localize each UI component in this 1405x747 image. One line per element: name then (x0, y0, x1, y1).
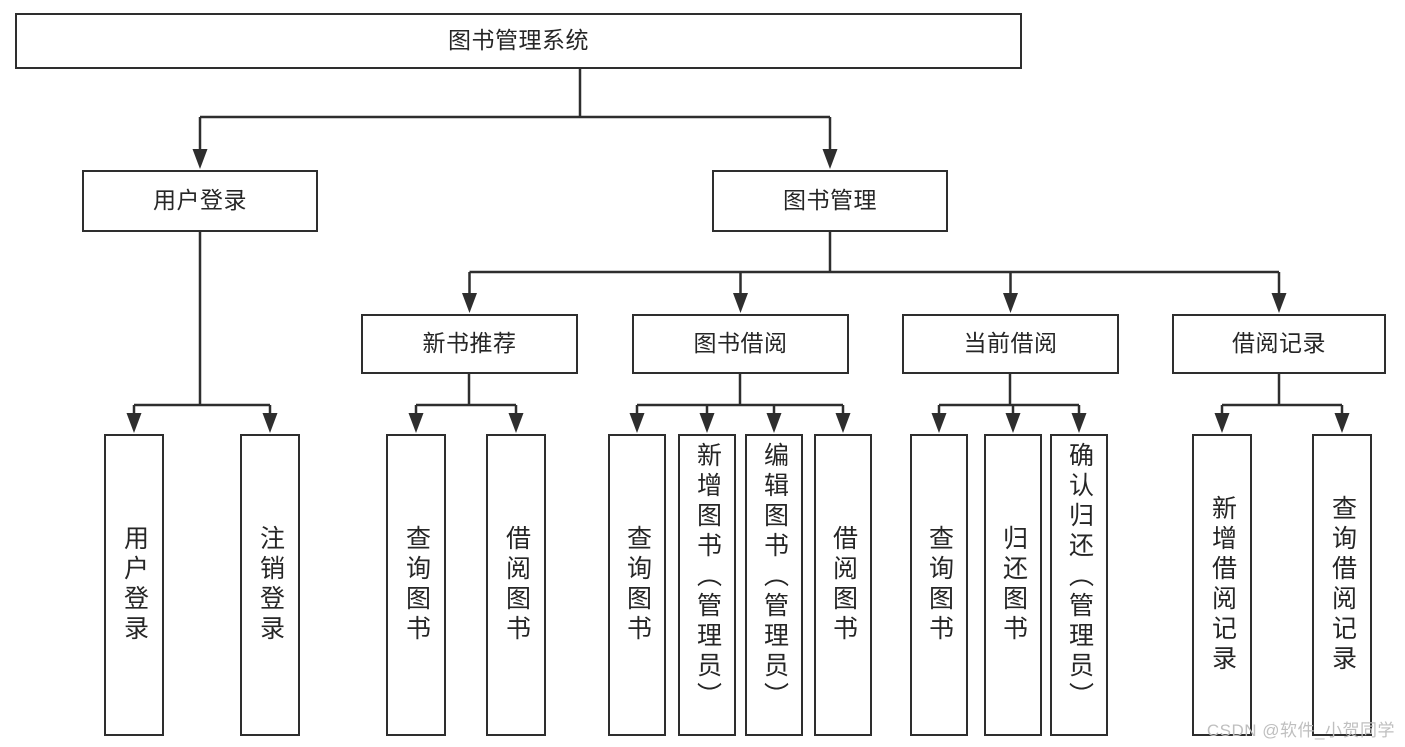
node-leaf-borrow-book-2[interactable]: 借阅图书 (814, 434, 872, 736)
edge-0-arrow-0-head (192, 149, 208, 169)
edge-1-arrow-3-head (1271, 293, 1287, 313)
node-label: 借阅记录 (1232, 330, 1326, 357)
node-leaf-query-book-3[interactable]: 查询图书 (910, 434, 968, 736)
edge-2-arrow-0-head (126, 413, 142, 433)
node-root[interactable]: 图书管理系统 (15, 13, 1022, 69)
node-leaf-borrow-book-1[interactable]: 借阅图书 (486, 434, 546, 736)
node-leaf-query-book-1[interactable]: 查询图书 (386, 434, 446, 736)
edge-6-arrow-0-head (1214, 413, 1230, 433)
node-label: 查询图书 (402, 525, 431, 645)
node-user-login[interactable]: 用户登录 (82, 170, 318, 232)
edge-3-arrow-0-head (408, 413, 424, 433)
node-label: 新增借阅记录 (1208, 495, 1237, 675)
node-new-book-rec[interactable]: 新书推荐 (361, 314, 578, 374)
node-leaf-user-login[interactable]: 用户登录 (104, 434, 164, 736)
node-current-borrow[interactable]: 当前借阅 (902, 314, 1119, 374)
node-leaf-return-book[interactable]: 归还图书 (984, 434, 1042, 736)
node-leaf-query-book-2[interactable]: 查询图书 (608, 434, 666, 736)
node-label: 用户登录 (120, 525, 149, 645)
edge-1-arrow-0-head (462, 293, 477, 313)
node-label: 图书借阅 (693, 330, 788, 357)
watermark-text: CSDN @软件_小贺同学 (1206, 721, 1395, 740)
edge-2-arrow-1-head (262, 413, 278, 433)
edge-5-arrow-2-head (1071, 413, 1087, 433)
edge-0-arrow-1-head (822, 149, 838, 169)
node-label: 借阅图书 (502, 525, 531, 645)
node-book-borrow[interactable]: 图书借阅 (632, 314, 849, 374)
node-label: 当前借阅 (963, 330, 1058, 357)
node-label: 查询图书 (623, 525, 652, 645)
edge-4-arrow-2-head (766, 413, 782, 433)
edge-1-arrow-2-head (1003, 293, 1018, 313)
node-leaf-edit-book[interactable]: 编辑图书（管理员） (745, 434, 803, 736)
edge-6-arrow-1-head (1334, 413, 1350, 433)
edge-4-arrow-1-head (699, 413, 715, 433)
node-borrow-record[interactable]: 借阅记录 (1172, 314, 1386, 374)
node-label: 用户登录 (153, 187, 247, 214)
node-label: 编辑图书（管理员） (760, 442, 789, 712)
node-label: 查询借阅记录 (1328, 495, 1357, 675)
edge-1-arrow-1-head (733, 293, 748, 313)
edge-5-arrow-0-head (931, 413, 947, 433)
node-leaf-logout[interactable]: 注销登录 (240, 434, 300, 736)
edge-4-arrow-3-head (835, 413, 851, 433)
node-label: 查询图书 (925, 525, 954, 645)
node-label: 新书推荐 (422, 330, 517, 357)
node-label: 新增图书（管理员） (693, 442, 722, 712)
node-label: 图书管理系统 (448, 27, 589, 54)
node-leaf-query-record[interactable]: 查询借阅记录 (1312, 434, 1372, 736)
node-book-manage[interactable]: 图书管理 (712, 170, 948, 232)
node-label: 确认归还（管理员） (1065, 442, 1094, 712)
node-label: 图书管理 (783, 187, 877, 214)
node-leaf-add-record[interactable]: 新增借阅记录 (1192, 434, 1252, 736)
node-label: 归还图书 (999, 525, 1028, 645)
node-leaf-add-book[interactable]: 新增图书（管理员） (678, 434, 736, 736)
edge-5-arrow-1-head (1005, 413, 1021, 433)
edge-3-arrow-1-head (508, 413, 524, 433)
node-label: 注销登录 (256, 525, 285, 645)
edge-4-arrow-0-head (629, 413, 645, 433)
node-label: 借阅图书 (829, 525, 858, 645)
node-leaf-confirm-return[interactable]: 确认归还（管理员） (1050, 434, 1108, 736)
